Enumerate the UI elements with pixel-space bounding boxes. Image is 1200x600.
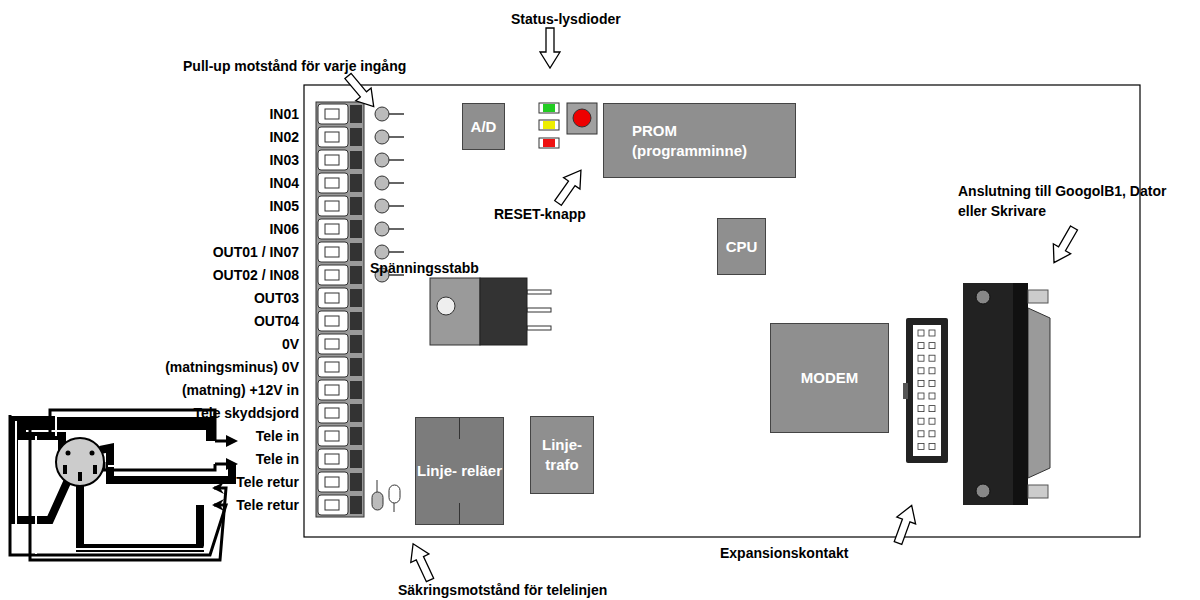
terminal-name: IN04	[269, 175, 299, 191]
chip-box: MODEM	[770, 323, 889, 433]
reset-button	[567, 103, 597, 134]
status-leds	[539, 103, 559, 148]
telephone-plug	[14, 420, 232, 548]
callout-text: Säkringsmotstånd för telelinjen	[398, 582, 607, 598]
leader-arrows	[340, 28, 1082, 584]
chip-label: Linje- trafo	[531, 435, 593, 475]
callout-text: RESET-knapp	[494, 206, 586, 222]
terminal-name: (matning) +12V in	[182, 382, 299, 398]
terminal-name: OUT02 / IN08	[213, 267, 299, 283]
voltage-regulator	[430, 278, 551, 345]
circuit-board	[304, 85, 1140, 537]
terminal-name: IN05	[269, 198, 299, 214]
terminal-name: Tele in	[256, 451, 299, 467]
terminal-name: Tele in	[256, 428, 299, 444]
callout-text: Status-lysdioder	[511, 11, 621, 27]
terminal-name: OUT04	[254, 313, 299, 329]
callout-text: Anslutning till GoogolB1, Dator eller Sk…	[958, 181, 1194, 221]
chip-label: A/D	[471, 117, 497, 137]
terminal-name: 0V	[282, 336, 299, 352]
callout-text: Spänningsstabb	[370, 260, 479, 276]
callout-text: Pull-up motstånd för varje ingång	[183, 58, 406, 74]
callout-text: Expansionskontakt	[720, 545, 848, 561]
terminal-name: Tele skyddsjord	[193, 405, 299, 421]
chip-box: Linje- trafo	[530, 416, 594, 494]
terminal-name: Tele retur	[236, 497, 299, 513]
fuse-resistors	[372, 480, 400, 512]
db25-connector	[963, 283, 1050, 505]
terminal-name: IN01	[269, 106, 299, 122]
chip-box: CPU	[717, 218, 766, 275]
chip-box: PROM (programminne)	[603, 103, 796, 178]
chip-label: Linje- reläer	[417, 461, 502, 481]
chip-box: A/D	[462, 103, 505, 150]
terminal-name: IN02	[269, 129, 299, 145]
terminal-name: OUT03	[254, 290, 299, 306]
terminal-name: (matningsminus) 0V	[165, 359, 299, 375]
expansion-connector	[903, 318, 948, 463]
terminal-name: IN06	[269, 221, 299, 237]
terminal-strip	[316, 102, 364, 517]
chip-label: MODEM	[801, 368, 859, 388]
pullup-resistors	[375, 107, 404, 282]
terminal-name: IN03	[269, 152, 299, 168]
chip-label: PROM (programminne)	[632, 121, 787, 161]
chip-box: Linje- reläer	[415, 417, 504, 525]
terminal-name: OUT01 / IN07	[213, 244, 299, 260]
terminal-name: Tele retur	[236, 474, 299, 490]
telephone-wires	[10, 410, 238, 560]
terminals	[318, 104, 362, 515]
chip-label: CPU	[726, 237, 758, 257]
